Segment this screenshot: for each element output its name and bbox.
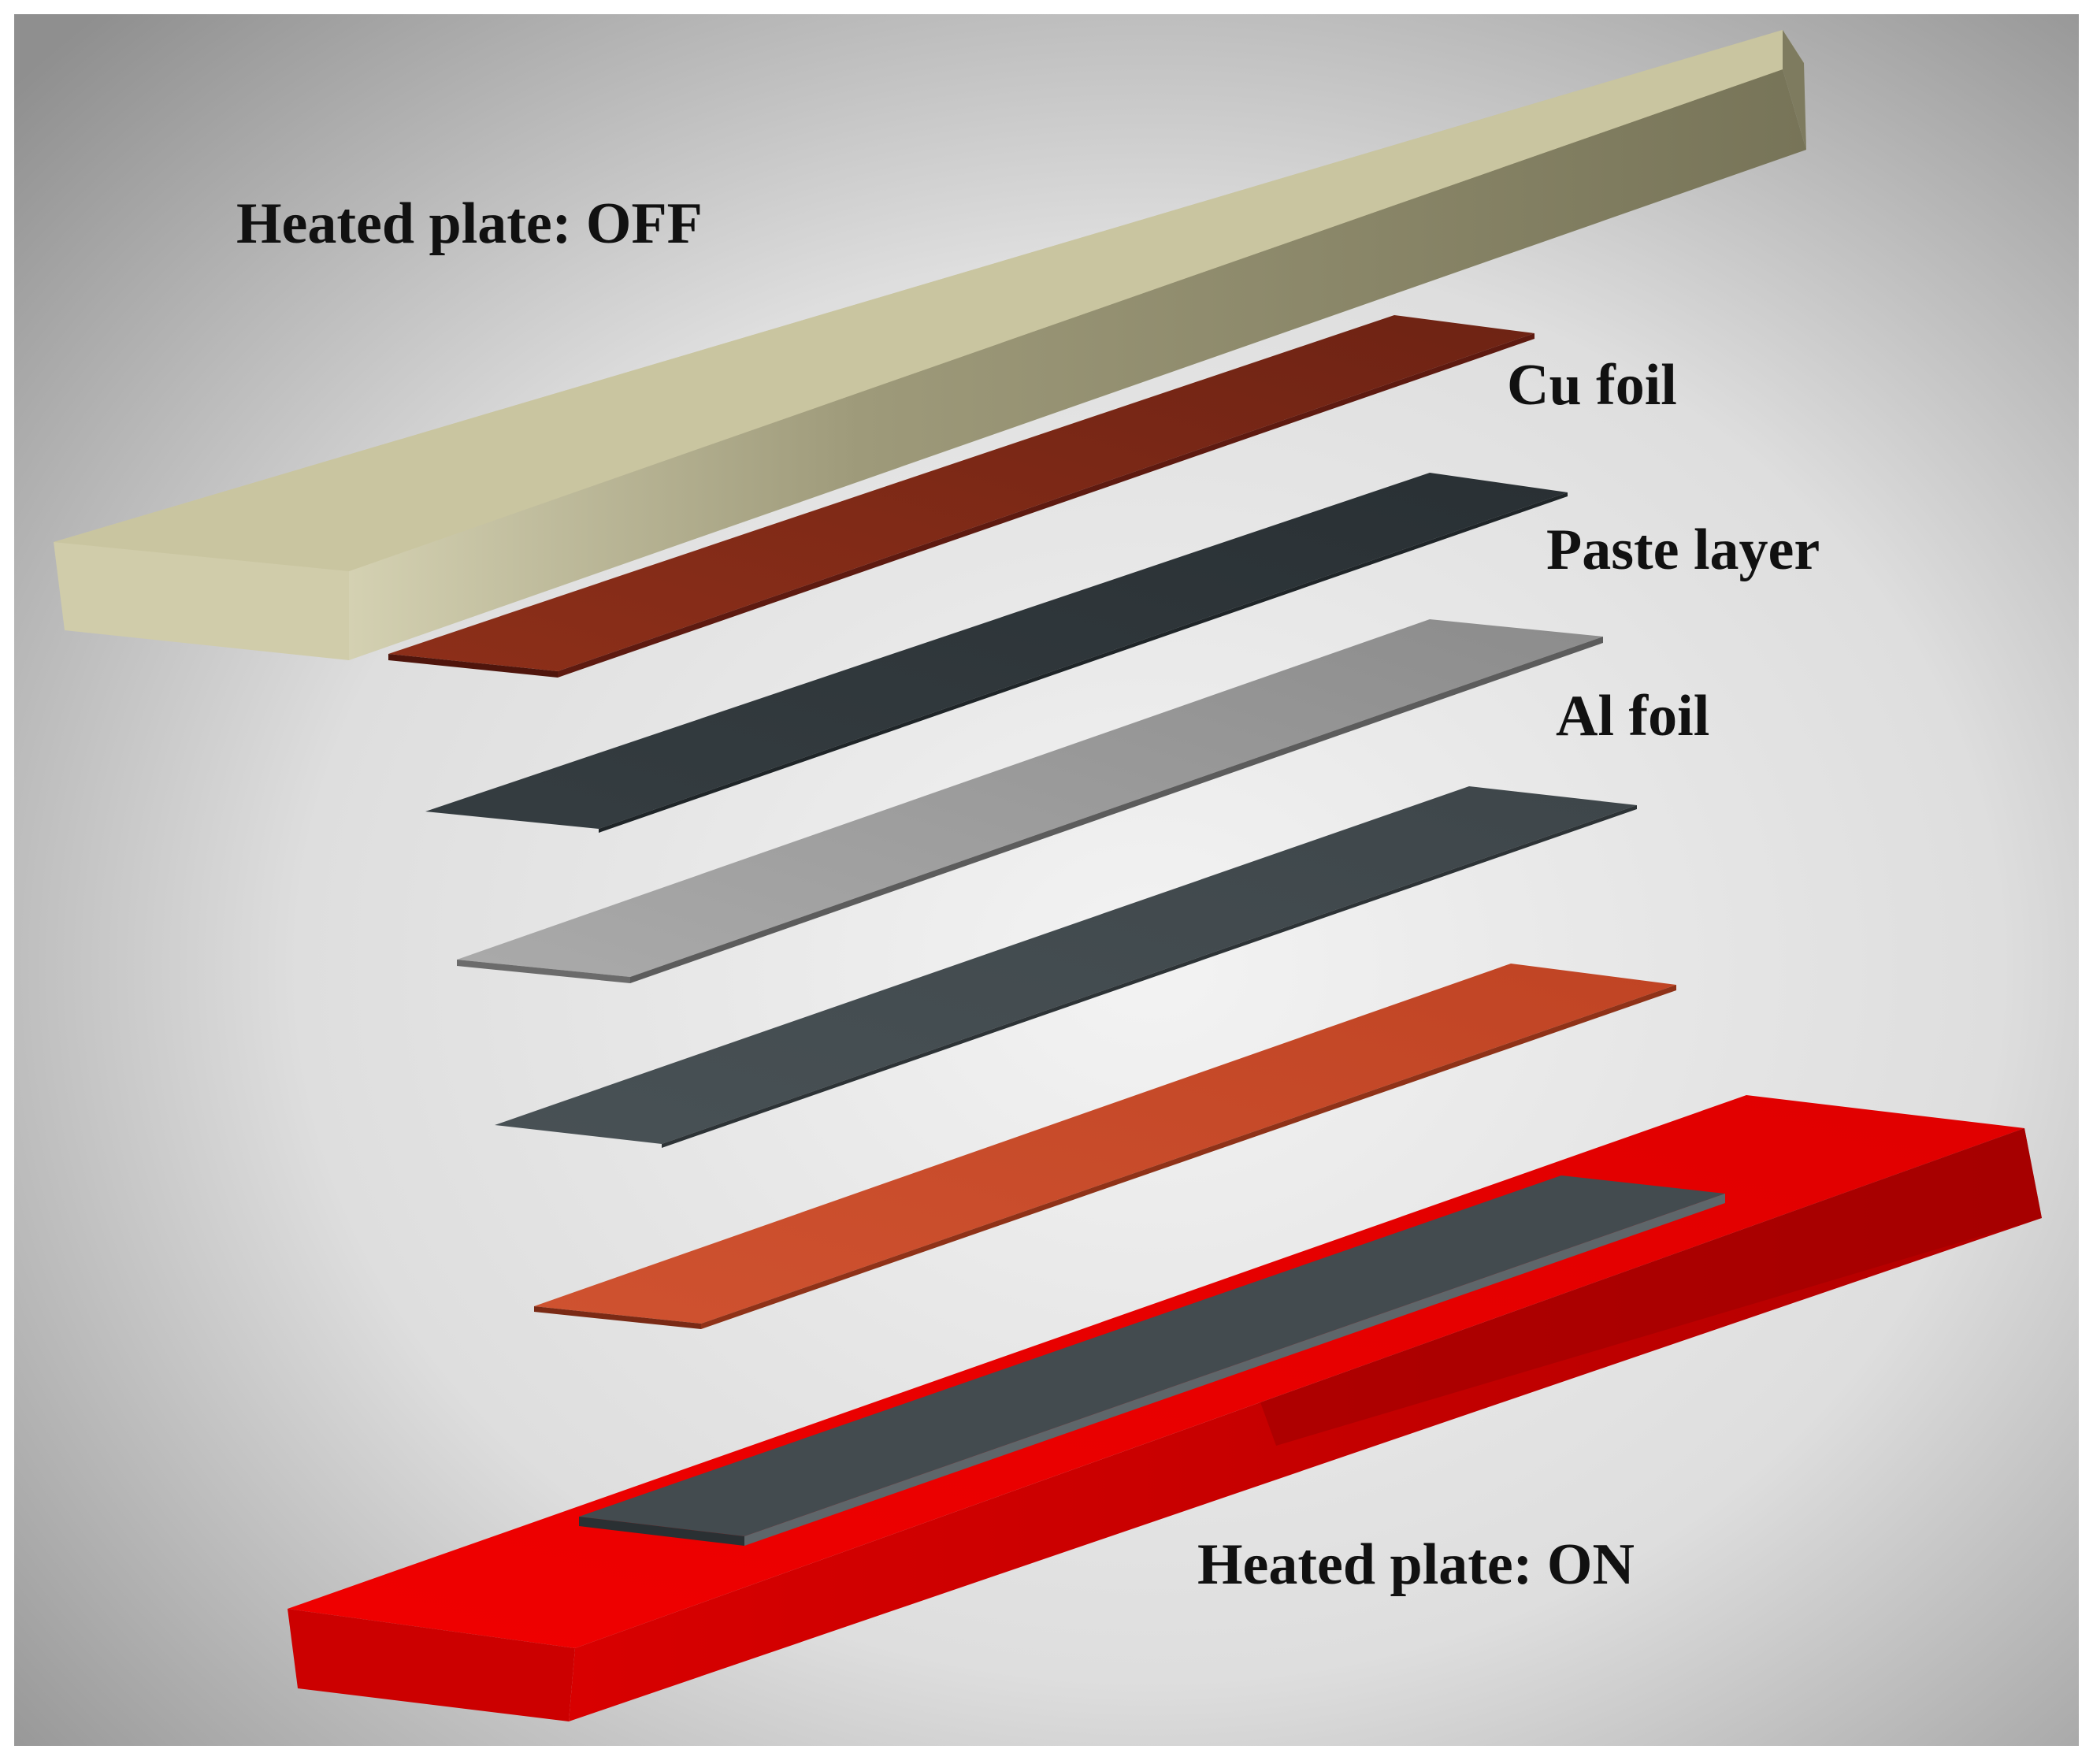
lower-paste-layer xyxy=(495,786,1637,1148)
upper-cu-foil-top xyxy=(388,315,1534,671)
al-foil-edge-front xyxy=(457,960,630,983)
label-al-foil: Al foil xyxy=(1556,684,1709,748)
lower-cu-foil-edge-long xyxy=(701,985,1676,1329)
lower-cu-foil-top xyxy=(534,964,1676,1324)
upper-cu-foil xyxy=(388,315,1534,678)
label-paste-layer: Paste layer xyxy=(1546,518,1820,582)
top-heated-plate xyxy=(54,30,1806,660)
upper-paste-top xyxy=(425,473,1568,829)
upper-paste-edge xyxy=(599,492,1568,833)
label-top-plate: Heated plate: OFF xyxy=(236,191,703,256)
upper-cu-foil-edge xyxy=(388,654,558,678)
bottom-heated-plate xyxy=(288,1095,2042,1721)
lower-paste-edge xyxy=(662,805,1637,1148)
top-plate-side-face xyxy=(349,69,1806,660)
bottom-plate-side-shade xyxy=(1260,1128,2042,1446)
lower-cu-foil-edge xyxy=(534,1306,701,1329)
top-plate-top-highlight xyxy=(54,30,1783,571)
bottom-plate-inset-strip xyxy=(579,1175,1725,1536)
al-foil xyxy=(457,619,1603,983)
top-plate-front-face xyxy=(54,542,349,660)
bottom-plate-inset-strip-edge xyxy=(744,1194,1725,1546)
al-foil-edge xyxy=(630,637,1603,983)
bottom-plate-inset-strip-edge-front xyxy=(579,1517,744,1546)
label-cu-foil: Cu foil xyxy=(1507,353,1677,418)
al-foil-top xyxy=(457,619,1603,977)
upper-paste-layer xyxy=(425,473,1568,833)
lower-cu-foil xyxy=(534,964,1676,1329)
bottom-plate-front-face xyxy=(288,1609,575,1721)
lower-paste-top xyxy=(495,786,1637,1144)
label-bottom-plate: Heated plate: ON xyxy=(1197,1532,1635,1597)
top-plate-end-face xyxy=(1783,30,1806,150)
upper-cu-foil-edge-long xyxy=(558,333,1534,678)
